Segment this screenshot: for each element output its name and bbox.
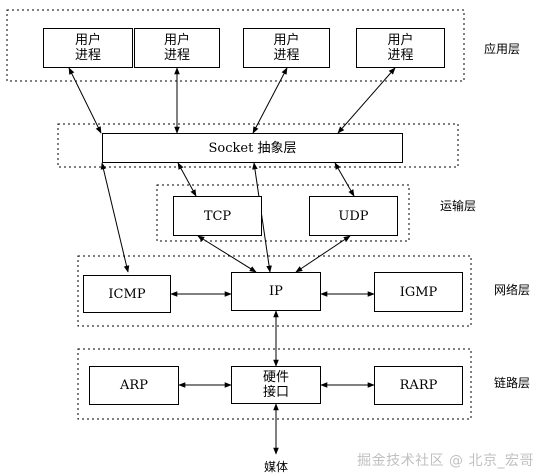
user-process-label-3: 用户 进程 [273, 33, 300, 63]
ip-label: IP [269, 284, 283, 299]
media-label: 媒体 [264, 460, 289, 474]
link-layer-label: 链路层 [494, 376, 531, 390]
user-process-label-1: 用户 进程 [74, 33, 101, 63]
network-layer-label: 网络层 [494, 283, 531, 297]
transport-layer-region [156, 184, 410, 242]
socket-abstraction-label: Socket 抽象层 [208, 140, 297, 156]
arrow-process3-socket [252, 67, 288, 134]
igmp-box: IGMP [374, 272, 463, 312]
tcp-box: TCP [173, 196, 262, 236]
igmp-label: IGMP [399, 284, 438, 300]
arrow-process1-socket [68, 67, 102, 134]
watermark-text: 掘金技术社区 @ 北京_宏哥 [357, 453, 534, 469]
udp-box: UDP [309, 196, 398, 236]
socket-abstraction-box: Socket 抽象层 [102, 133, 403, 163]
arrow-socket-ip [252, 162, 272, 273]
user-process-label-2: 用户 进程 [163, 33, 190, 63]
hardware-interface-box: 硬件 接口 [231, 366, 321, 404]
arrow-socket-udp [334, 162, 355, 197]
arrow-tcp-ip [197, 235, 257, 273]
application-layer-region [6, 9, 465, 82]
ip-box: IP [231, 272, 321, 311]
arrow-socket-tcp [177, 162, 197, 197]
user-process-box-2: 用户 进程 [134, 28, 220, 68]
arp-box: ARP [89, 366, 179, 405]
user-process-box-4: 用户 进程 [356, 28, 445, 68]
icmp-box: ICMP [83, 275, 171, 313]
arrow-socket-icmp [100, 162, 130, 273]
tcp-label: TCP [203, 208, 232, 224]
arrow-udp-ip [295, 235, 351, 273]
application-layer-label: 应用层 [484, 42, 521, 56]
udp-label: UDP [338, 208, 369, 224]
transport-layer-label: 运输层 [440, 199, 477, 213]
arp-label: ARP [120, 378, 148, 393]
user-process-box-3: 用户 进程 [243, 28, 330, 68]
user-process-label-4: 用户 进程 [387, 33, 414, 63]
network-layer-region [77, 255, 472, 327]
rarp-label: RARP [399, 378, 438, 393]
hardware-interface-label: 硬件 接口 [262, 370, 289, 400]
rarp-box: RARP [374, 366, 463, 405]
arrow-process4-socket [337, 67, 396, 134]
user-process-box-1: 用户 进程 [43, 28, 133, 68]
icmp-label: ICMP [108, 286, 146, 302]
